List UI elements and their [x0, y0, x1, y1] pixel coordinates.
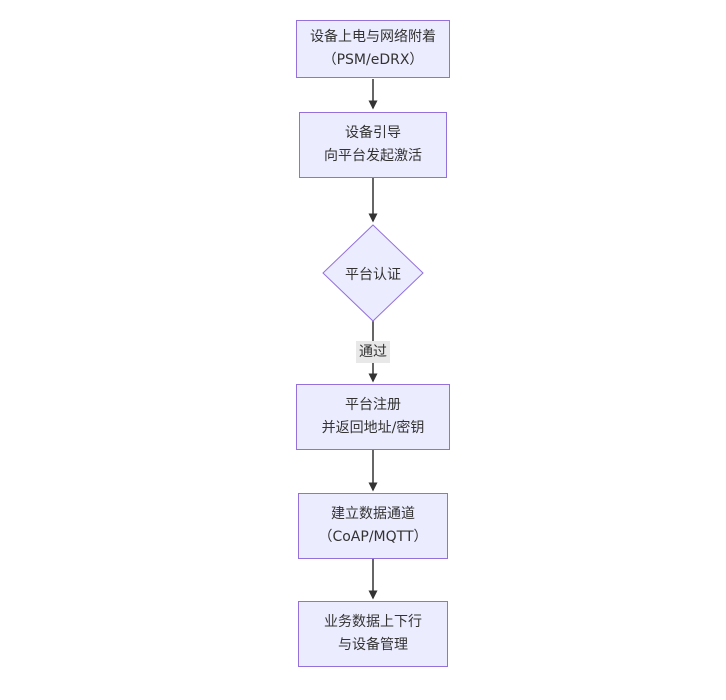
node-label-line: 并返回地址/密钥	[321, 420, 425, 436]
node-label-line: 向平台发起激活	[324, 148, 422, 164]
node-label-line: 业务数据上下行	[324, 614, 422, 630]
node-label-line: 设备引导	[345, 125, 401, 141]
node-label-line: 设备上电与网络附着	[310, 29, 436, 45]
node-business-data-device-mgmt: 业务数据上下行 与设备管理	[298, 601, 448, 667]
node-device-bootstrap: 设备引导 向平台发起激活	[299, 112, 447, 178]
node-platform-register: 平台注册 并返回地址/密钥	[296, 384, 450, 450]
node-label-line: （PSM/eDRX）	[322, 52, 424, 68]
node-platform-auth-label: 平台认证	[345, 267, 401, 283]
node-label-line: 建立数据通道	[331, 506, 415, 522]
node-power-on-network-attach: 设备上电与网络附着 （PSM/eDRX）	[296, 20, 450, 78]
node-label-line: （CoAP/MQTT）	[318, 529, 428, 545]
node-establish-data-channel: 建立数据通道 （CoAP/MQTT）	[298, 493, 448, 559]
edge-label-pass: 通过	[356, 341, 390, 363]
node-label-line: 平台注册	[345, 397, 401, 413]
decision-diamond-shape	[322, 224, 424, 322]
node-label-line: 与设备管理	[338, 637, 408, 653]
